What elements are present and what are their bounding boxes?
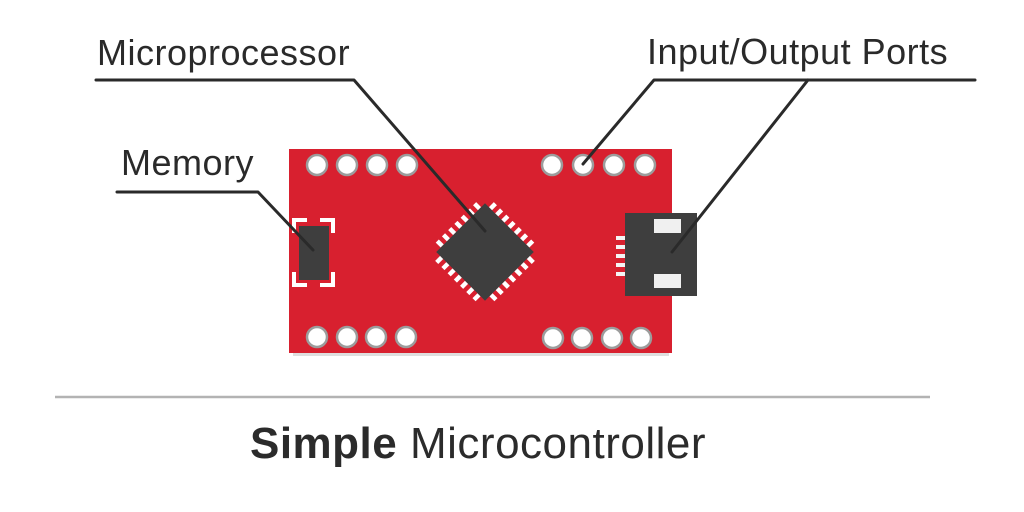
usb-pin	[616, 263, 627, 267]
pin-hole	[540, 153, 564, 177]
usb-pin	[616, 236, 627, 240]
label-io-ports: Input/Output Ports	[647, 31, 949, 72]
memory-chip-body	[299, 226, 329, 280]
diagram-title-regular: Microcontroller	[397, 419, 707, 468]
usb-pin	[616, 254, 627, 258]
pin-hole	[600, 326, 624, 350]
pin-holes-bottom-left	[305, 325, 418, 349]
label-microprocessor: Microprocessor	[97, 32, 351, 73]
pin-hole	[335, 325, 359, 349]
cpu-chip-body	[436, 203, 534, 301]
pin-hole	[364, 325, 388, 349]
diagram-title: Simple Microcontroller	[250, 422, 706, 466]
memory-silkscreen-brackets	[292, 218, 335, 287]
leader-lines	[94, 78, 977, 254]
leader-line-microprocessor	[94, 78, 487, 233]
leader-line-memory	[115, 190, 315, 252]
pin-hole	[541, 326, 565, 350]
usb-pin	[616, 245, 627, 249]
pin-holes-top-right	[540, 153, 657, 177]
pin-holes-bottom-right	[541, 326, 653, 350]
label-memory: Memory	[121, 142, 255, 183]
pin-hole	[570, 326, 594, 350]
pin-hole	[633, 153, 657, 177]
pin-hole	[305, 325, 329, 349]
usb-mount-pad-top	[654, 219, 681, 233]
cpu-pins-left	[435, 202, 482, 249]
leader-line-usb-port	[670, 78, 810, 254]
board-shadow	[293, 351, 669, 356]
pin-hole	[335, 153, 359, 177]
pin-hole	[395, 153, 419, 177]
leader-line-io-pins	[581, 78, 977, 166]
pin-holes-top-left	[305, 153, 419, 177]
cpu-pins-bottom	[435, 255, 482, 302]
diagram-title-bold: Simple	[249, 419, 398, 468]
pin-hole	[394, 325, 418, 349]
usb-mount-pad-bottom	[654, 274, 681, 288]
usb-port	[616, 213, 697, 296]
cpu-pins-top	[488, 202, 535, 249]
pin-hole	[629, 326, 653, 350]
cpu-pins-right	[488, 255, 535, 302]
usb-pin	[616, 272, 627, 276]
memory-chip	[292, 218, 335, 287]
usb-solder-pins	[616, 236, 627, 276]
cpu-pins	[435, 202, 535, 302]
pin-hole	[602, 153, 626, 177]
pin-hole	[365, 153, 389, 177]
pin-hole	[305, 153, 329, 177]
cpu-chip	[435, 202, 535, 302]
